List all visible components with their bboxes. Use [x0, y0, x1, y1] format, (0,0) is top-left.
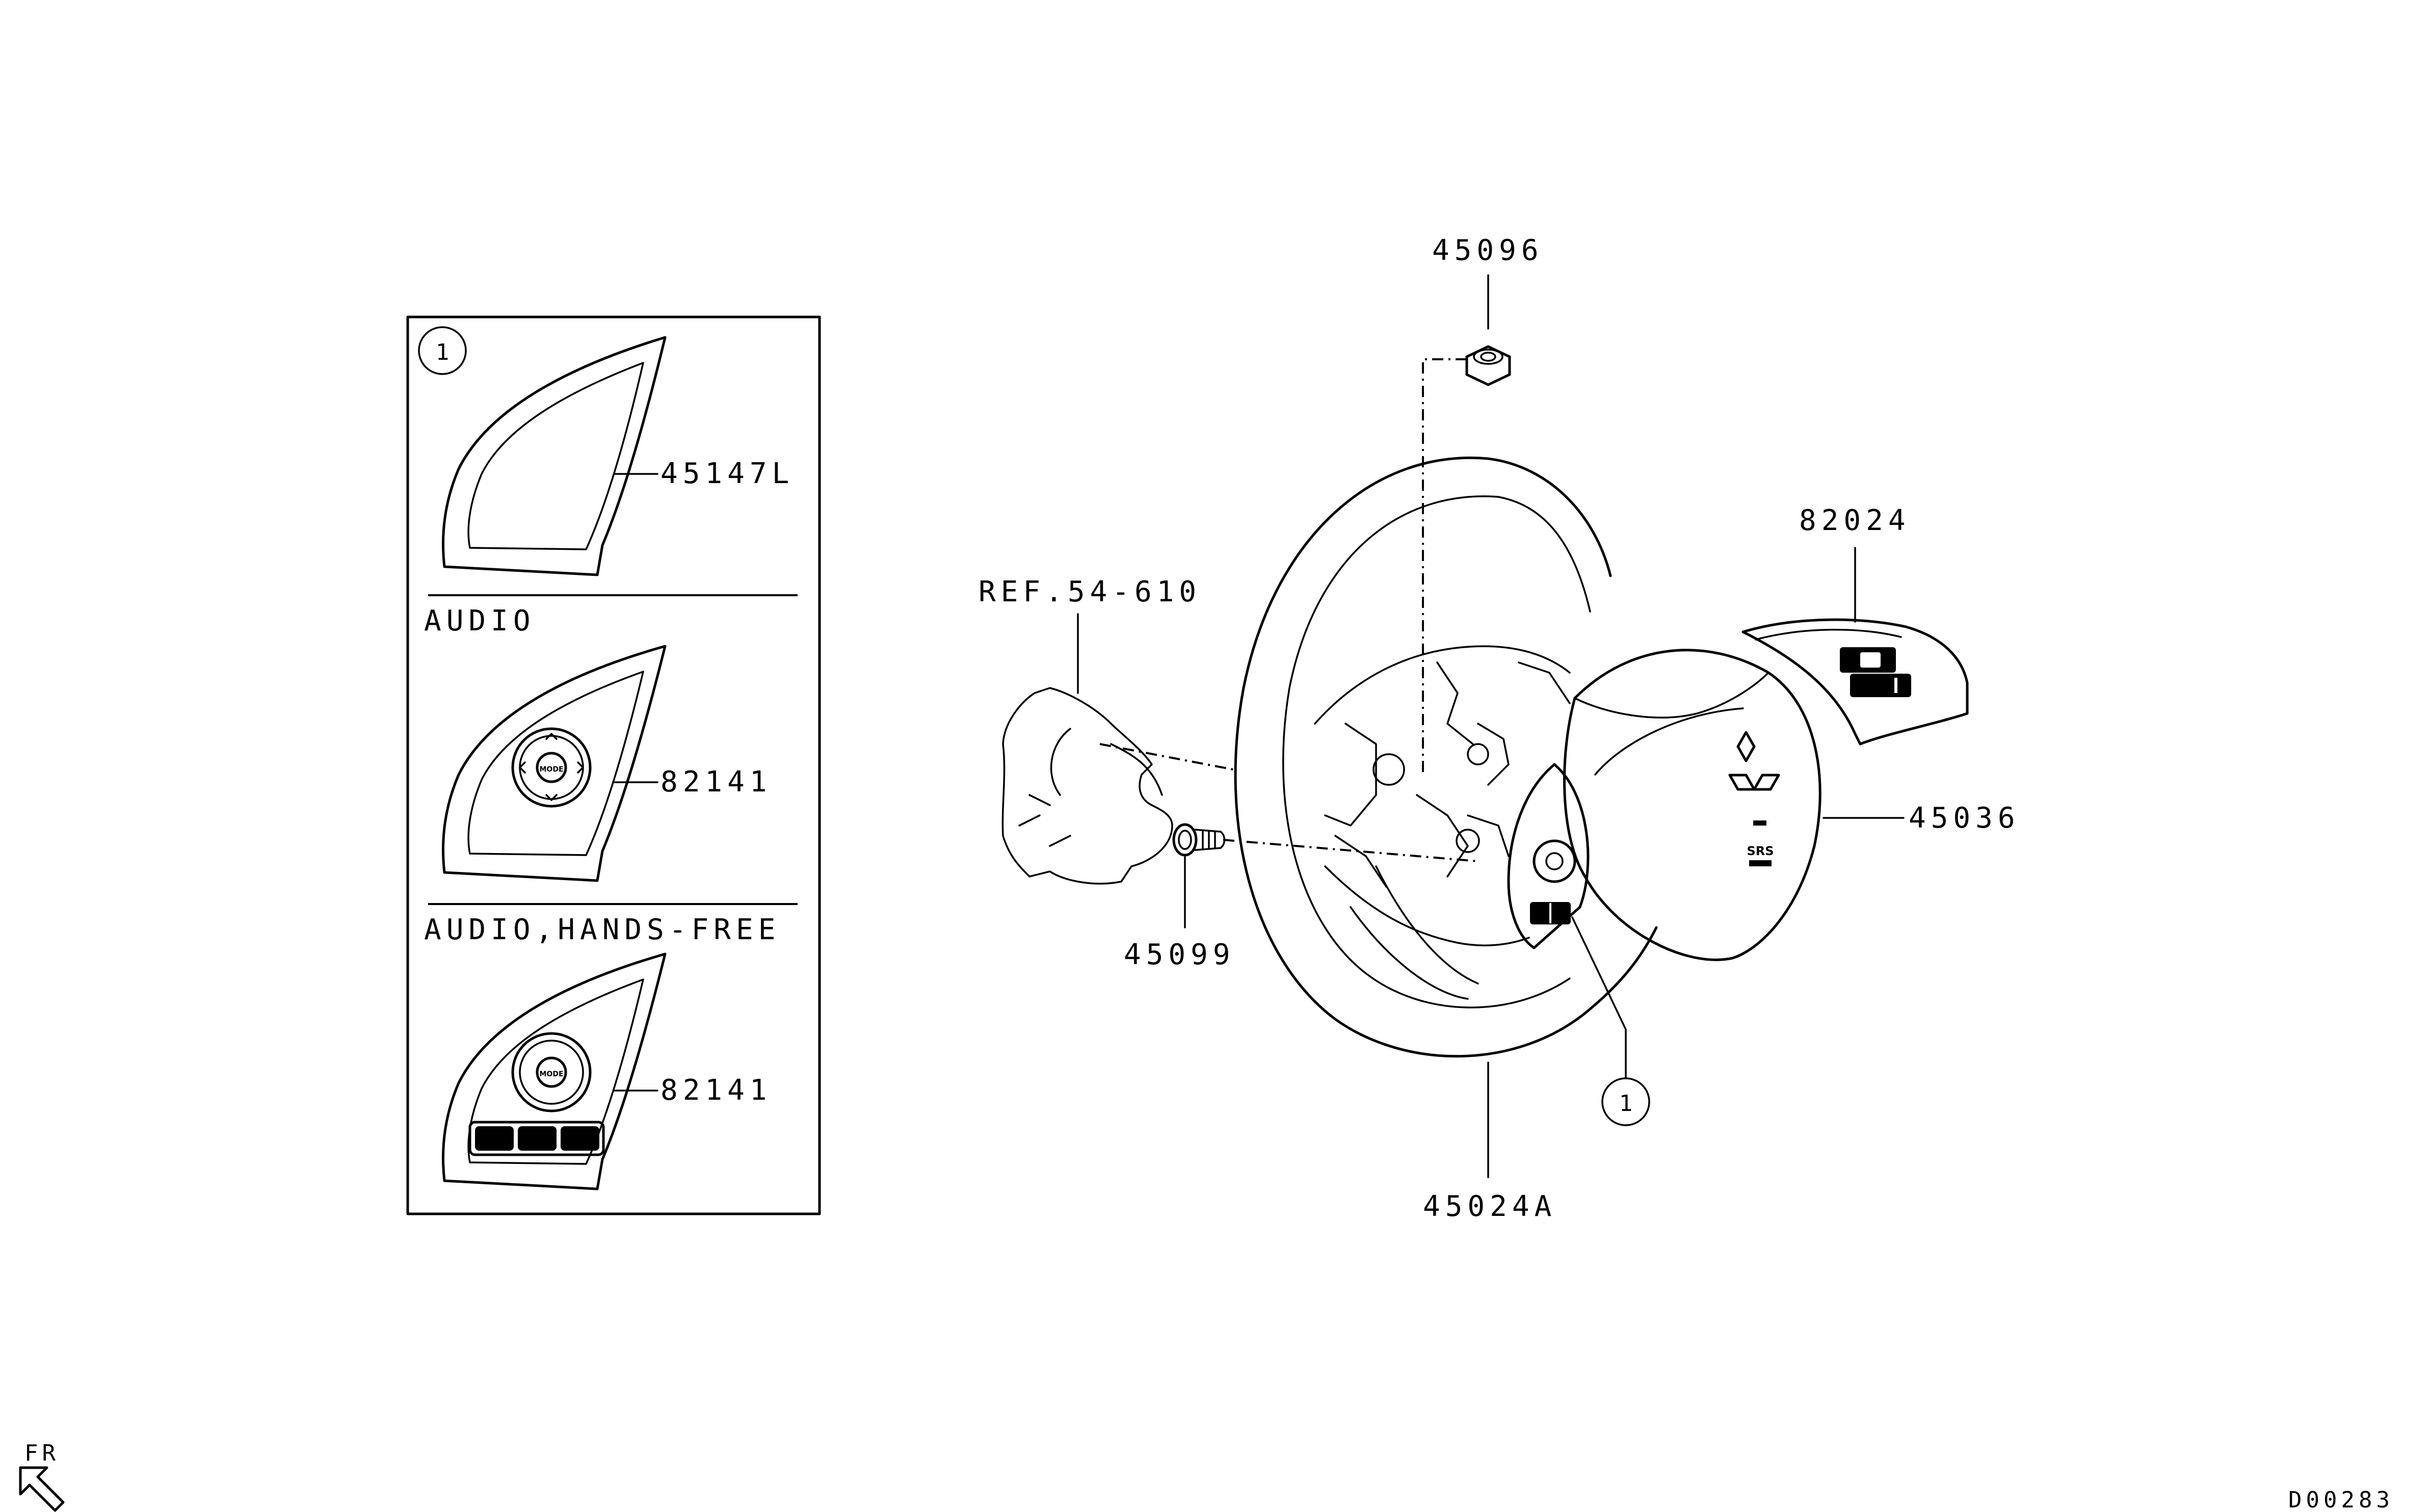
front-arrow-icon: [19, 1466, 65, 1512]
bolt-alignment-line: [1223, 839, 1478, 862]
steering-switch-audio: MODE: [442, 645, 667, 882]
brand-logo-icon: [1728, 731, 1780, 791]
clock-spring: [1001, 687, 1173, 885]
svg-text:MODE: MODE: [539, 765, 563, 774]
nut: [1465, 345, 1511, 386]
section-label-audio-handsfree: AUDIO,HANDS-FREE: [424, 913, 780, 946]
airbag-module: SRS: [1563, 649, 1821, 961]
main-callout-circle: [1601, 1077, 1650, 1126]
nut-alignment-line: [1422, 358, 1467, 775]
voice-button-icon: [475, 1126, 514, 1151]
section-label-audio: AUDIO: [424, 604, 536, 638]
leader-callout-1: [1571, 916, 1627, 1079]
part-number-45096: 45096: [1432, 234, 1544, 267]
wheel-right-switch: [1741, 618, 1969, 746]
part-number-45147L: 45147L: [661, 457, 794, 490]
bolt: [1172, 823, 1226, 857]
part-number-45024A: 45024A: [1423, 1190, 1556, 1223]
main-callout-number: 1: [1619, 1091, 1633, 1117]
part-number-45099: 45099: [1124, 938, 1235, 971]
svg-text:SRS: SRS: [1747, 844, 1774, 858]
switch-cover-blank: [442, 336, 667, 576]
steering-wheel-assembly: SRS: [979, 234, 2020, 1223]
variant-inset-panel: 1 AUDIO AUDIO,HANDS-FREE 45147L MODE 821…: [406, 315, 821, 1215]
svg-text:MODE: MODE: [539, 1070, 563, 1078]
volume-down-icon: [545, 794, 558, 801]
part-number-45036: 45036: [1909, 802, 2020, 835]
part-number-82141-audio: 82141: [661, 765, 772, 799]
wheel-left-switch: [1507, 763, 1590, 949]
seek-left-icon: [519, 761, 526, 774]
diagram-id: D00283: [2288, 1487, 2394, 1512]
part-ref-54-610: REF.54-610: [979, 575, 1201, 608]
steering-switch-handsfree: MODE: [442, 952, 667, 1190]
inset-callout-number: 1: [436, 339, 450, 365]
part-number-82024: 82024: [1799, 504, 1911, 537]
part-number-82141-handsfree: 82141: [661, 1074, 772, 1107]
steering-wheel: [1234, 457, 1658, 1058]
front-orientation: FR: [19, 1440, 65, 1512]
inset-callout-circle: [418, 326, 467, 375]
phone-pickup-icon: [518, 1126, 557, 1151]
phone-hangup-icon: [561, 1126, 599, 1151]
orientation-label: FR: [24, 1440, 60, 1466]
volume-up-icon: [545, 733, 558, 740]
seek-right-icon: [577, 761, 584, 774]
